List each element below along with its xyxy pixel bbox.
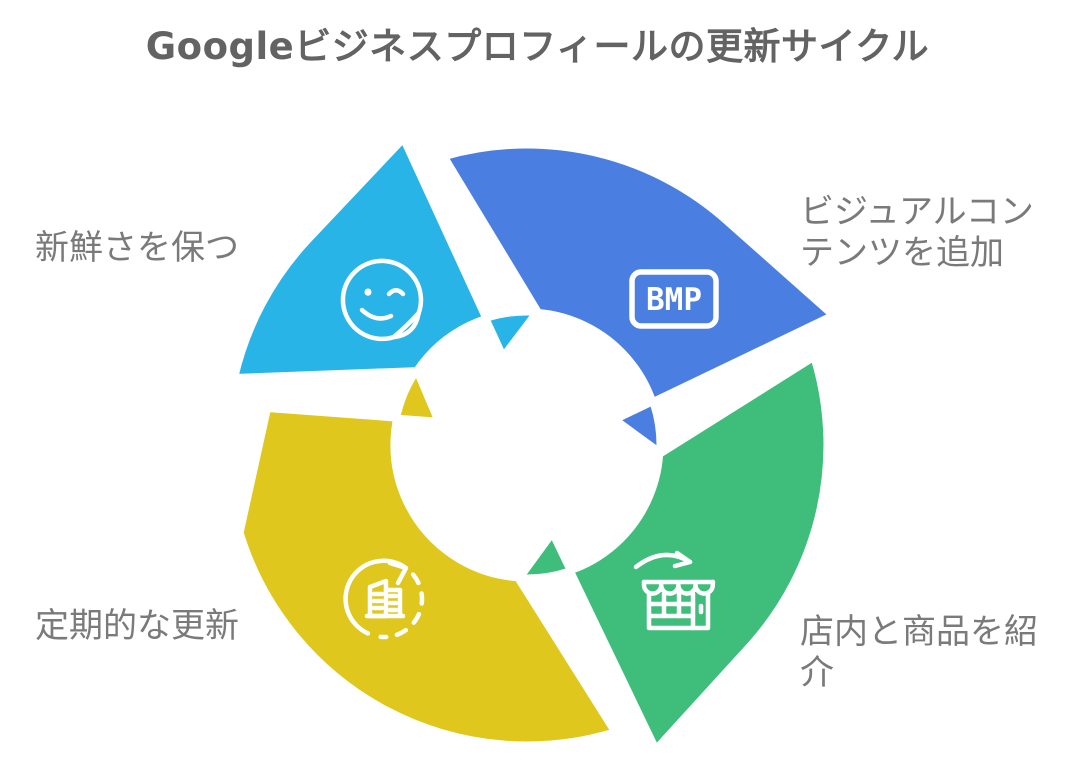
label-regular-updates: 定期的な更新 [35,606,239,646]
cycle-segment-add-visual-content [440,141,837,456]
bmp-badge-text: BMP [646,282,702,318]
cycle-segment-showcase-interior-products [516,353,831,753]
label-keep-fresh: 新鮮さを保つ [35,228,239,268]
label-add-visual-content: ビジュアルコンテンツを追加 [800,192,1034,274]
cycle-segment-regular-updates [236,367,619,749]
diagram-title: Googleビジネスプロフィールの更新サイクル [145,25,930,68]
label-showcase-interior-products: 店内と商品を紹介 [800,612,1038,694]
refresh-shop-icon [343,558,425,640]
winking-smiley-sticker-icon [340,258,424,342]
bmp-image-badge-icon: BMP [629,269,719,329]
storefront-arrow-icon [633,550,716,631]
